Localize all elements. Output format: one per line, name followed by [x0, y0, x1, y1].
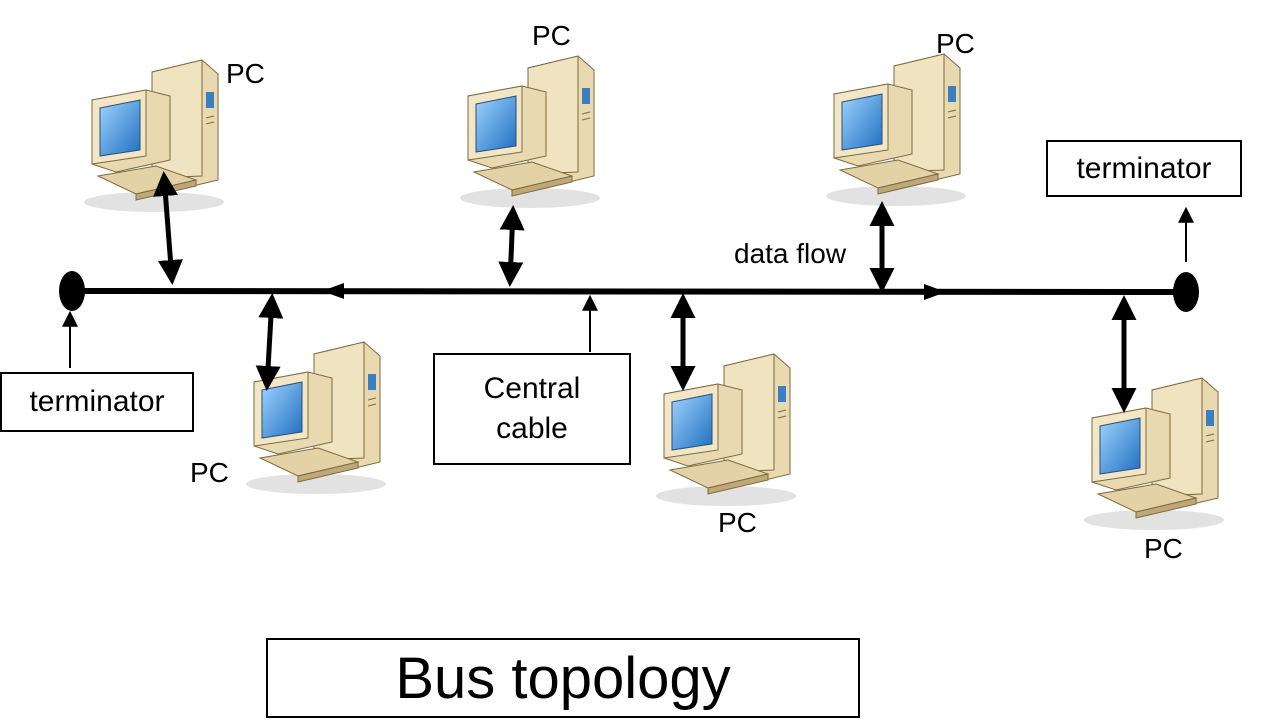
terminator-left-text: terminator [29, 385, 165, 418]
terminator-right-box: terminator [1046, 140, 1242, 197]
pc-icon-top-1 [83, 59, 225, 213]
data-flow-arrow-right [924, 284, 946, 300]
central-cable-box: Central cable [433, 353, 631, 465]
pc-icon-top-3 [825, 53, 967, 207]
diagram-title: Bus topology [395, 645, 731, 711]
central-cable-line [71, 288, 1187, 295]
pc-icon-bottom-3 [1083, 377, 1225, 531]
diagram-title-box: Bus topology [266, 638, 860, 718]
data-flow-label: data flow [734, 238, 847, 269]
terminator-left-node [59, 271, 85, 311]
pc-label-top-2: PC [532, 20, 571, 51]
pc-label-top-3: PC [936, 28, 975, 59]
data-flow-arrow-left [322, 283, 344, 299]
pc-label-bottom-2: PC [718, 507, 757, 538]
pc-icon-bottom-2 [655, 353, 797, 507]
central-cable-text-line1: Central [483, 372, 581, 405]
pc-connection-arrow-2 [498, 205, 525, 287]
central-cable-text-line2: cable [496, 412, 568, 445]
pc-label-bottom-1: PC [190, 457, 229, 488]
pc-connection-arrow-4 [255, 293, 284, 391]
terminator-right-node [1173, 272, 1199, 312]
terminator-left-box: terminator [0, 372, 194, 432]
pc-connection-arrow-1 [153, 171, 183, 285]
pc-label-bottom-3: PC [1144, 533, 1183, 564]
pc-icon-top-2 [459, 55, 601, 209]
pc-label-top-1: PC [226, 58, 265, 89]
terminator-right-text: terminator [1076, 151, 1212, 185]
